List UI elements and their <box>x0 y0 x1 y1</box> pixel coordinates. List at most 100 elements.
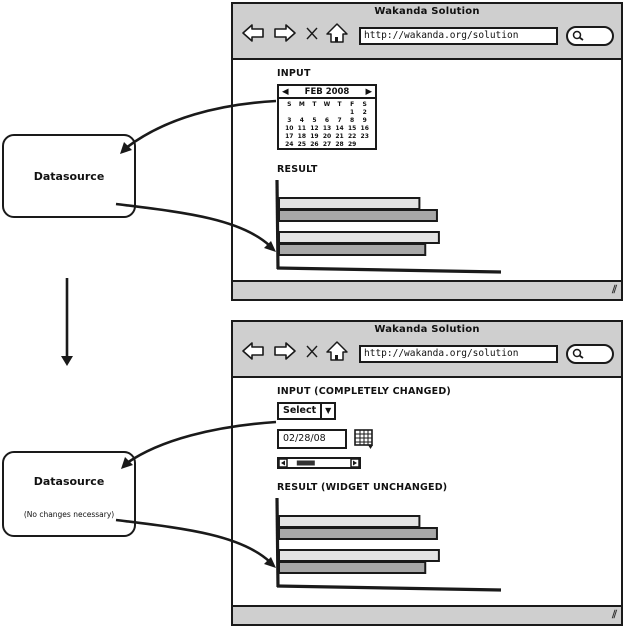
calendar-day[interactable]: 1 <box>350 109 355 116</box>
resize-grip-icon[interactable]: ⫽ <box>612 608 617 621</box>
input-label: INPUT <box>277 68 311 79</box>
calendar-day[interactable]: 6 <box>324 117 330 124</box>
window-title: Wakanda Solution <box>374 6 480 17</box>
calendar-day[interactable]: 25 <box>297 141 307 148</box>
browser-toolbar: Wakanda Solution http://wakanda.org/solu… <box>233 322 621 378</box>
calendar-day[interactable]: 7 <box>337 117 342 124</box>
x-axis <box>276 266 502 274</box>
input-label: INPUT (COMPLETELY CHANGED) <box>277 386 451 397</box>
bar-dark <box>278 561 427 574</box>
calendar-day[interactable]: 24 <box>285 141 294 148</box>
back-arrow-icon[interactable] <box>241 340 265 362</box>
calendar-day[interactable]: 13 <box>322 125 332 132</box>
calendar-day[interactable]: 19 <box>310 133 319 140</box>
calendar-day[interactable]: 29 <box>347 141 357 148</box>
calendar-day[interactable]: 15 <box>347 125 357 132</box>
calendar-day[interactable]: 10 <box>285 125 294 132</box>
calendar-header: ◀ FEB 2008 ▶ <box>279 86 375 99</box>
home-icon[interactable] <box>325 340 349 362</box>
y-axis <box>275 179 280 270</box>
calendar-day[interactable]: 26 <box>310 141 319 148</box>
result-label: RESULT (WIDGET UNCHANGED) <box>277 482 448 493</box>
status-bar: ⫽ <box>233 280 621 299</box>
calendar-empty-cell <box>333 109 346 117</box>
result-bar-chart <box>275 179 502 274</box>
forward-arrow-icon[interactable] <box>273 22 297 44</box>
datasource-title: Datasource <box>33 475 105 488</box>
bar-dark <box>278 527 438 540</box>
weekday-label: T <box>337 101 342 108</box>
calendar-day[interactable]: 11 <box>297 125 307 132</box>
select-dropdown[interactable]: Select ▼ <box>277 402 337 420</box>
datasource-box-top: Datasource <box>2 134 136 218</box>
month-year-label: FEB 2008 <box>304 86 350 97</box>
slider-track <box>279 459 359 467</box>
browser-window-bottom: Wakanda Solution http://wakanda.org/solu… <box>231 320 623 626</box>
window-title: Wakanda Solution <box>374 324 480 335</box>
home-icon[interactable] <box>325 22 349 44</box>
next-month-button[interactable]: ▶ <box>365 86 372 97</box>
bar-dark <box>278 209 438 222</box>
calendar-day[interactable]: 20 <box>322 133 332 140</box>
weekday-label: M <box>298 101 305 108</box>
search-icon <box>572 30 584 41</box>
calendar-empty-cell <box>321 109 334 117</box>
bar-light <box>278 197 421 210</box>
horizontal-slider[interactable] <box>277 457 361 469</box>
calendar-day[interactable]: 8 <box>350 117 355 124</box>
back-arrow-icon[interactable] <box>241 22 265 44</box>
forward-arrow-icon[interactable] <box>273 340 297 362</box>
calendar-day[interactable]: 21 <box>335 133 344 140</box>
calendar-day[interactable]: 17 <box>285 133 294 140</box>
browser-toolbar: Wakanda Solution http://wakanda.org/solu… <box>233 4 621 60</box>
datasource-box-bottom: Datasource (No changes necessary) <box>2 451 136 537</box>
chevron-down-icon[interactable]: ▼ <box>325 406 332 415</box>
y-axis <box>275 497 280 588</box>
calendar-day[interactable]: 28 <box>335 141 344 148</box>
calendar-day[interactable]: 23 <box>360 133 369 140</box>
calendar-empty-cell <box>283 109 296 117</box>
date-field[interactable]: 02/28/08 <box>277 429 347 449</box>
stop-x-icon[interactable] <box>305 340 319 362</box>
search-field[interactable] <box>566 26 614 46</box>
calendar-empty-cell <box>296 109 309 117</box>
result-bar-chart <box>275 497 502 592</box>
calendar-day[interactable]: 12 <box>310 125 319 132</box>
bar-dark <box>278 243 427 256</box>
prev-month-button[interactable]: ◀ <box>282 86 289 97</box>
calendar-day[interactable]: 16 <box>360 125 369 132</box>
search-field[interactable] <box>566 344 614 364</box>
bar-light <box>278 231 440 244</box>
weekday-label: S <box>362 101 367 108</box>
calendar-empty-cell <box>358 141 371 149</box>
weekday-label: W <box>323 101 331 108</box>
url-bar[interactable]: http://wakanda.org/solution <box>359 345 558 363</box>
result-label: RESULT <box>277 164 318 175</box>
stop-x-icon[interactable] <box>305 22 319 44</box>
weekday-label: F <box>350 101 355 108</box>
calendar-day[interactable]: 2 <box>362 109 367 116</box>
weekday-label: T <box>312 101 317 108</box>
calendar-day[interactable]: 14 <box>335 125 344 132</box>
calendar-day[interactable]: 3 <box>287 117 292 124</box>
calendar-day[interactable]: 22 <box>347 133 357 140</box>
x-axis <box>276 584 502 592</box>
calendar-day[interactable]: 9 <box>362 117 367 124</box>
weekday-label: S <box>287 101 292 108</box>
calendar-grid-icon[interactable] <box>354 428 376 450</box>
calendar-day[interactable]: 18 <box>297 133 307 140</box>
bar-light <box>278 515 421 528</box>
calendar-day[interactable]: 27 <box>322 141 332 148</box>
calendar-empty-cell <box>308 109 321 117</box>
url-bar[interactable]: http://wakanda.org/solution <box>359 27 558 45</box>
calendar-day[interactable]: 5 <box>312 117 317 124</box>
browser-window-top: Wakanda Solution http://wakanda.org/solu… <box>231 2 623 301</box>
slider-thumb[interactable] <box>296 460 315 466</box>
resize-grip-icon[interactable]: ⫽ <box>612 283 617 296</box>
bar-light <box>278 549 440 562</box>
calendar-day[interactable]: 4 <box>299 117 304 124</box>
datasource-note: (No changes necessary) <box>23 510 115 519</box>
select-value: Select <box>279 404 323 418</box>
